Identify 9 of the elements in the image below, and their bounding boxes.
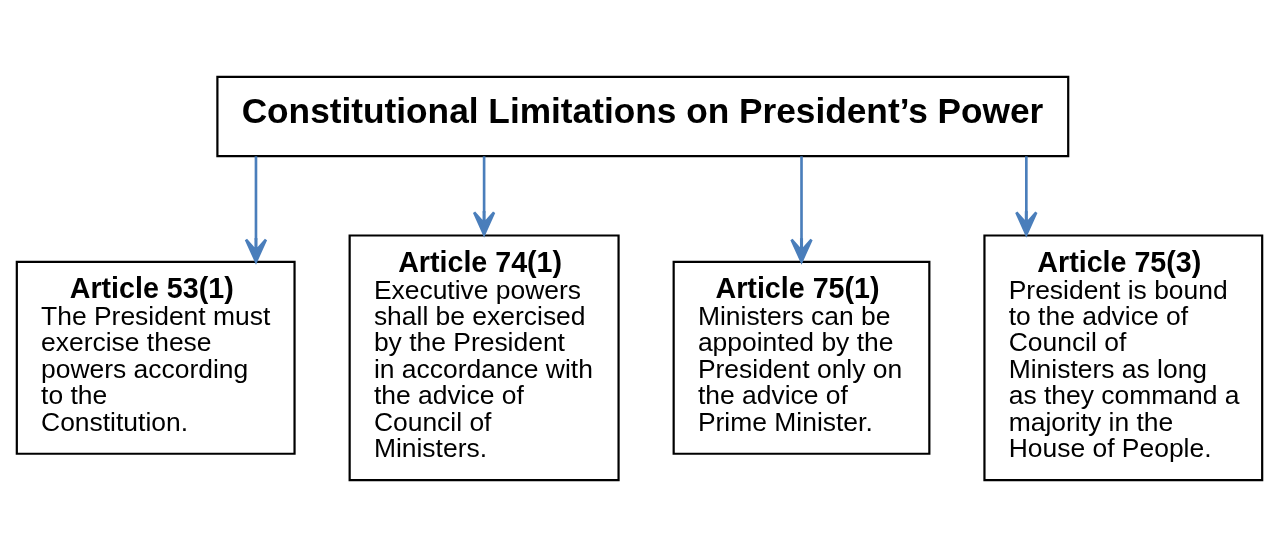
node-box: Article 75(3) President is bound to the advice of Council of Ministers as long as they command a majority in the House of People. [983, 233, 1264, 481]
node-box: Article 53(1) The President must exercise these powers according to the Constitution. [15, 260, 296, 455]
node-box: Constitutional Limitations on President’s Power [216, 75, 1070, 157]
arrow [1015, 155, 1038, 236]
arrow [472, 155, 496, 236]
node-box: Article 75(1) Ministers can be appointed by the President only on the advice of Prime Minister. [672, 260, 931, 455]
arrow [244, 155, 268, 263]
node-box: Article 74(1) Executive powers shall be exercised by the President in accordance with the advice of Council of Ministers. [348, 233, 620, 481]
arrow [790, 155, 813, 263]
